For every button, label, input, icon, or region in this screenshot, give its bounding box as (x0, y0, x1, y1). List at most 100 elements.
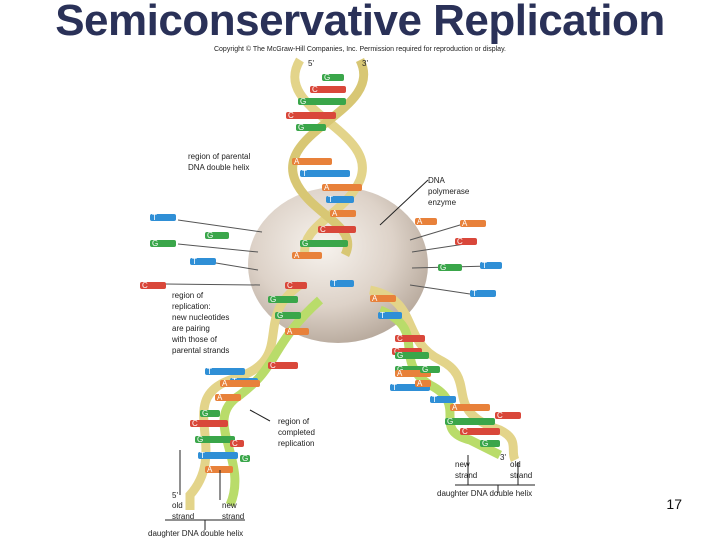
free-nucleotide-letter: C (142, 281, 148, 290)
top-base-pair-letter: G (324, 73, 330, 82)
top-base-pair-letter: C (288, 111, 294, 120)
top-base-pair-letter: A (294, 157, 300, 166)
parental-strand-1 (290, 57, 367, 256)
free-nucleotide (140, 282, 166, 289)
fork-base (285, 328, 309, 335)
fork-base-letter: G (270, 295, 276, 304)
left-base-pair (198, 452, 238, 459)
polymerase-label: DNA polymerase enzyme (428, 176, 470, 207)
top-base-pair-letter: G (302, 239, 308, 248)
top-base-pair (318, 226, 356, 233)
left-base-pair (190, 420, 228, 427)
free-nucleotide-letter: T (472, 289, 477, 298)
right-base-pair (430, 396, 456, 403)
fork-base-letter: A (372, 294, 378, 303)
left-5prime-label: 5' (172, 491, 178, 500)
left-base-pair (205, 466, 233, 473)
right-base-pair-letter: A (452, 403, 458, 412)
free-nucleotide (150, 214, 176, 221)
right-base-pair-letter: C (462, 427, 468, 436)
free-nucleotide (438, 264, 462, 271)
top-base-pair (322, 184, 362, 191)
copyright-notice: Copyright © The McGraw-Hill Companies, I… (213, 46, 506, 53)
top-base-pair (292, 158, 332, 165)
free-nucleotide-letter: A (417, 217, 423, 226)
left-base-pair-letter: A (217, 393, 223, 402)
free-nucleotide-letter: G (440, 263, 446, 272)
fork-base-letter: T (380, 311, 385, 320)
right-base-pair (460, 428, 500, 435)
top-base-pair-letter: C (320, 225, 326, 234)
left-base-pair (220, 380, 260, 387)
right-3prime-label: 3' (500, 453, 506, 462)
completed-replication-label: region of completed replication (278, 417, 315, 448)
fork-base-letter: T (332, 279, 337, 288)
top-base-pair-letter: G (300, 97, 306, 106)
free-nucleotide (205, 232, 229, 239)
fork-base-letter: A (287, 327, 293, 336)
top-base-pair-letter: T (328, 195, 333, 204)
free-nucleotide-letter: A (462, 219, 468, 228)
right-base-pair-letter: T (432, 395, 437, 404)
top-base-pair (322, 74, 344, 81)
left-base-pair-letter: G (197, 435, 203, 444)
left-base-pair-letter: A (207, 465, 213, 474)
page-title: Semiconservative Replication (55, 0, 665, 45)
free-nucleotide-letter: G (152, 239, 158, 248)
page-number: 17 (666, 496, 682, 512)
fork-base-letter: G (277, 311, 283, 320)
left-base-pair-letter: A (222, 379, 228, 388)
top-5prime-label: 5' (308, 59, 314, 68)
left-base-pair (215, 394, 241, 401)
right-old-strand (368, 285, 520, 463)
top-base-pair (326, 196, 354, 203)
top-base-pair-letter: A (294, 251, 300, 260)
top-base-pair (298, 98, 346, 105)
right-base-pair-letter: G (397, 351, 403, 360)
free-nucleotide (470, 290, 496, 297)
free-nucleotide-letter: T (192, 257, 197, 266)
fork-base-letter: G (397, 365, 403, 374)
right-base-pair (450, 404, 490, 411)
right-base-pair (395, 352, 429, 359)
right-base-pair-letter: G (447, 417, 453, 426)
right-base-pair (480, 440, 500, 447)
left-base-pair (200, 410, 220, 417)
free-nucleotide (460, 220, 486, 227)
top-3prime-label: 3' (362, 59, 368, 68)
left-base-pair (240, 455, 250, 462)
completed-leader (249, 409, 271, 422)
top-base-pair-letter: A (324, 183, 330, 192)
left-base-pair-letter: G (202, 409, 208, 418)
right-base-pair-letter: A (397, 369, 403, 378)
free-nucleotide (455, 238, 477, 245)
right-base-pair-letter: G (482, 439, 488, 448)
top-base-pair (330, 210, 356, 217)
free-nucleotide (150, 240, 176, 247)
right-daughter-label: daughter DNA double helix (437, 489, 533, 498)
right-base-pair (415, 380, 431, 387)
left-new-strand-label: new strand (222, 501, 245, 521)
top-base-pair (300, 170, 350, 177)
fork-base (275, 312, 301, 319)
top-base-pair (286, 112, 336, 119)
right-base-pair-letter: A (417, 379, 423, 388)
fork-base (330, 280, 354, 287)
left-base-pair-letter: T (207, 367, 212, 376)
free-nucleotide-letter: C (457, 237, 463, 246)
right-base-pair-letter: T (392, 383, 397, 392)
dna-polymerase-enzyme (248, 187, 428, 343)
free-nucleotide (480, 262, 502, 269)
top-base-pair (310, 86, 346, 93)
right-base-pair (420, 366, 440, 373)
right-base-pair-letter: G (422, 365, 428, 374)
right-old-strand-label: old strand (510, 460, 533, 480)
free-nucleotide (190, 258, 216, 265)
fork-base (268, 296, 298, 303)
top-base-pair (292, 252, 322, 259)
left-base-pair-letter: T (200, 451, 205, 460)
right-new-strand-label: new strand (455, 460, 478, 480)
free-nucleotide-letter: T (152, 213, 157, 222)
top-base-pair-letter: T (302, 169, 307, 178)
left-base-pair-letter: C (192, 419, 198, 428)
